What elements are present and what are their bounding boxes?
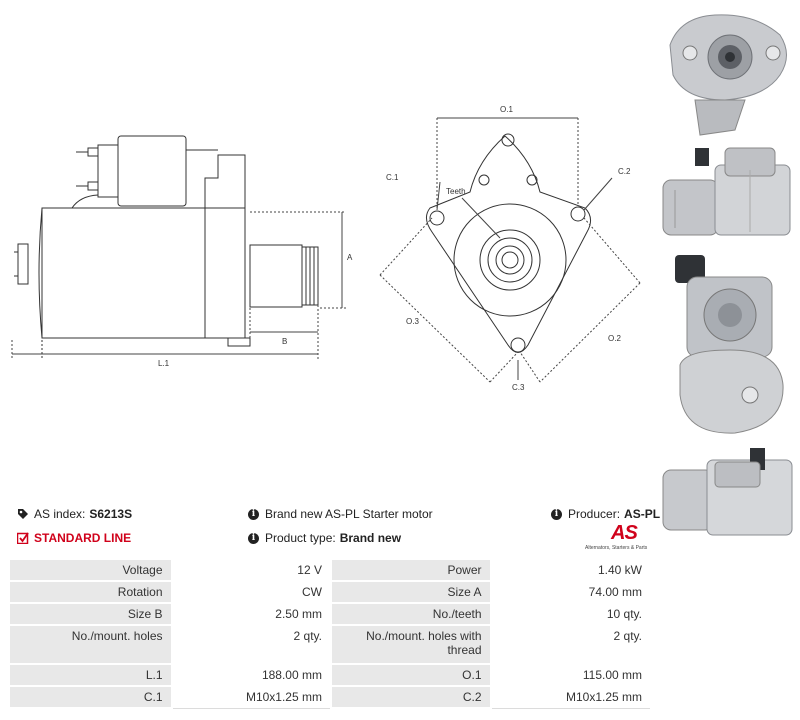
spec-value: CW: [170, 580, 332, 604]
info-icon: i: [248, 508, 259, 520]
photo-side-view: [662, 147, 791, 236]
dim-c1-label: C.1: [386, 173, 399, 182]
spec-value: 2.50 mm: [170, 602, 332, 626]
tag-icon: [18, 509, 28, 519]
as-index-label: AS index:: [34, 507, 86, 521]
spec-value: 2 qty.: [170, 624, 332, 665]
spec-value: 2 qty.: [489, 624, 652, 665]
spec-label: L.1: [8, 663, 173, 687]
spec-value: M10x1.25 mm: [489, 685, 652, 709]
dim-b-label: B: [282, 337, 287, 346]
product-photos: [655, 0, 800, 555]
spec-label: O.1: [329, 663, 492, 687]
standard-line: STANDARD LINE: [17, 531, 131, 545]
photo-rear-view: [675, 255, 784, 434]
standard-line-text: STANDARD LINE: [34, 531, 132, 545]
check-square-icon: [17, 532, 29, 544]
spec-label: C.1: [8, 685, 173, 709]
spec-label: No./teeth: [329, 602, 492, 626]
spec-label: No./mount. holes with thread: [329, 624, 492, 665]
as-index: AS index:S6213S: [17, 507, 132, 521]
as-pl-logo: AS Alternators, Starters & Parts: [585, 522, 655, 552]
spec-label: No./mount. holes: [8, 624, 173, 665]
producer-value: AS-PL: [624, 507, 661, 521]
dim-l1-label: L.1: [158, 359, 170, 368]
technical-drawings: A B L.1 O.1 O.2 O.3 C.1 C.2 C.3 Teeth: [11, 105, 641, 392]
spec-value: 188.00 mm: [170, 663, 332, 687]
spec-label: Power: [329, 558, 492, 582]
producer: i Producer:AS-PL: [551, 507, 660, 521]
logo-tagline: Alternators, Starters & Parts: [585, 545, 648, 551]
as-index-value: S6213S: [89, 507, 133, 521]
spec-value: 74.00 mm: [489, 580, 652, 604]
spec-label: C.2: [329, 685, 492, 709]
spec-value: 10 qty.: [489, 602, 652, 626]
spec-label: Size B: [8, 602, 173, 626]
spec-label: Voltage: [8, 558, 173, 582]
dim-c2-label: C.2: [618, 167, 631, 176]
dim-a-label: A: [347, 253, 353, 262]
description: i Brand new AS-PL Starter motor: [248, 507, 433, 521]
info-icon: i: [248, 532, 259, 544]
producer-label: Producer:: [568, 507, 621, 521]
side-view-drawing: [14, 135, 319, 360]
dim-o1-label: O.1: [500, 105, 513, 114]
teeth-label: Teeth: [446, 187, 466, 196]
logo-mark: AS: [611, 522, 638, 544]
product-type-value: Brand new: [339, 531, 402, 545]
product-type-label: Product type:: [265, 531, 336, 545]
product-type: i Product type:Brand new: [248, 531, 401, 545]
description-text: Brand new AS-PL Starter motor: [265, 507, 433, 521]
spec-value: 1.40 kW: [489, 558, 652, 582]
dim-c3-label: C.3: [512, 383, 525, 392]
front-view-drawing: [426, 133, 591, 353]
spec-label: Size A: [329, 580, 492, 604]
spec-value: 115.00 mm: [489, 663, 652, 687]
photo-angle-view: [662, 448, 793, 536]
spec-value: 12 V: [170, 558, 332, 582]
dim-o2-label: O.2: [608, 334, 621, 343]
spec-label: Rotation: [8, 580, 173, 604]
dim-o3-label: O.3: [406, 317, 419, 326]
spec-value: M10x1.25 mm: [170, 685, 332, 709]
photo-front-view: [669, 14, 787, 136]
info-icon: i: [551, 508, 562, 520]
